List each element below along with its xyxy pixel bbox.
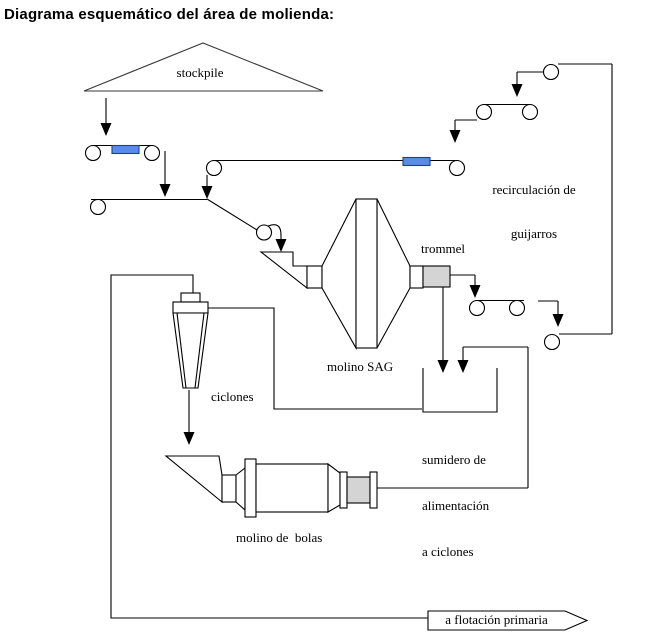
pulley [89,198,107,216]
belt-drive-segment [402,156,431,167]
trommel-shape [422,265,451,288]
sump-label-line1: sumidero de [422,452,486,468]
page-title: Diagrama esquemático del área de moliend… [4,6,335,23]
trommel-label: trommel [421,241,466,256]
pebble-recirculation-label-line1: recirculación de [492,182,576,197]
sump-label-line2: alimentación [422,498,490,514]
pulley [448,159,466,177]
pulley [542,63,560,81]
pulley [468,299,486,317]
ball-mill-label: molino de bolas [236,530,323,545]
sag-mill-label: molino SAG [327,359,394,374]
flotation-banner-arrow [427,610,589,631]
flotation-label: a flotación primaria [445,612,548,627]
pebble-recirculation-circuit [449,63,613,351]
sag-feed-chute [259,251,323,290]
sag-feed-conveyor [201,156,466,199]
cyclone-feed-line [208,307,422,410]
pulley [543,333,561,351]
pulley [205,159,223,177]
pulley [84,144,102,162]
pulley [475,103,493,121]
sag-mill-shape [321,198,424,351]
cyclone-overflow-line [110,274,429,619]
sump-shape [422,368,498,413]
ball-mill-discharge-trunnion [346,476,371,504]
ball-mill-shape [164,455,378,518]
stockpile-label: stockpile [176,65,224,80]
cyclone-underflow-arrow [183,390,195,445]
ball-mill-return-line [377,346,529,489]
sump-label-line3: a ciclones [422,543,474,559]
pulley [521,103,539,121]
stockpile-discharge-arrow [100,98,112,136]
belt-drive-segment [111,144,140,155]
pebble-recirculation-label: recirculación de guijarros [477,154,591,256]
cyclones-label: ciclones [211,389,254,404]
pulley [143,144,161,162]
feeder-drop-arrow [159,151,171,197]
pulley [255,224,273,241]
stockpile-shape [83,42,324,92]
cyclone-shape [172,292,209,389]
sump-label: sumidero de alimentación a ciclones [422,422,489,574]
reclaim-feeder-conveyor [84,144,161,162]
sag-discharge-trunnion [409,265,424,289]
trommel-underflow-arrow [437,287,449,373]
reclaim-belt [89,198,207,216]
pebble-recirculation-label-line2: guijarros [510,225,558,241]
sag-transfer-chute [206,198,287,252]
pulley [508,299,526,317]
